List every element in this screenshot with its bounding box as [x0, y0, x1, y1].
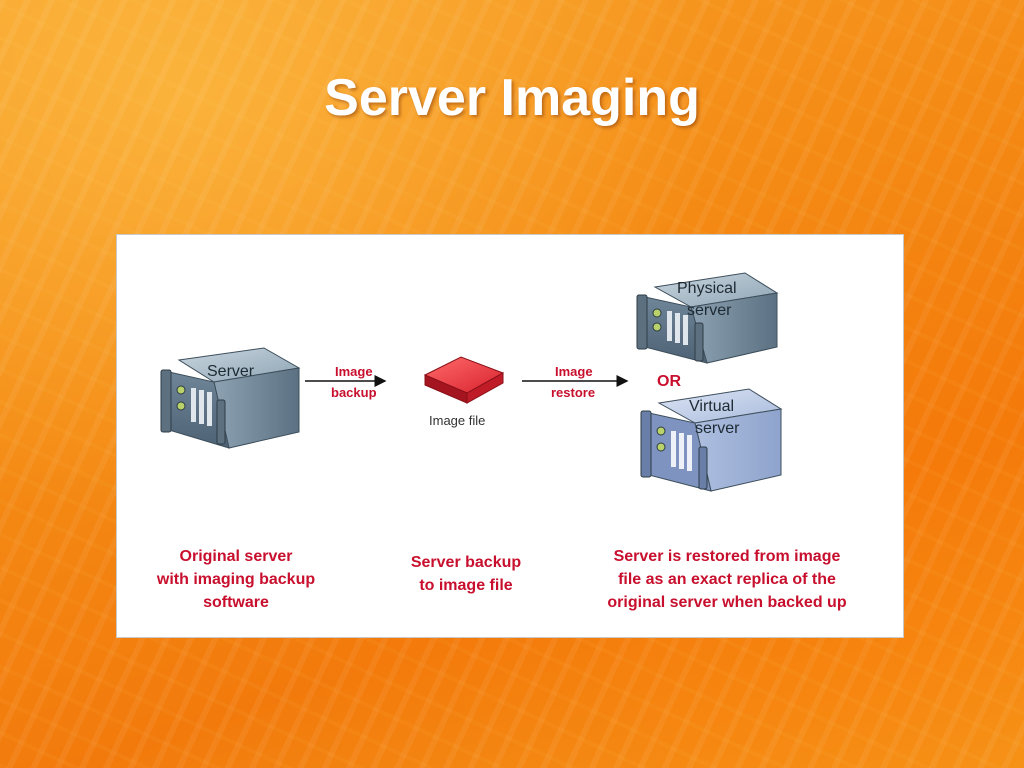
virtual-server-icon: Virtual server	[640, 388, 783, 492]
source-server-label: Server	[207, 363, 255, 380]
backup-arrow-label-2: backup	[331, 385, 377, 400]
image-file-label: Image file	[429, 413, 486, 428]
physical-server-icon: Physical server	[636, 272, 779, 364]
slide-title: Server Imaging	[324, 69, 700, 127]
restore-arrow-label-1: Image	[555, 364, 593, 379]
physical-server-label-2: server	[687, 302, 732, 319]
caption-server-restored: Server is restored from image file as an…	[607, 548, 847, 611]
diagram-panel: Server Image backup Image restore	[116, 234, 904, 638]
image-file-icon	[423, 356, 505, 404]
backup-arrow-label-1: Image	[335, 364, 373, 379]
restore-arrow-label-2: restore	[551, 385, 595, 400]
source-server-icon: Server	[160, 347, 301, 449]
physical-server-label-1: Physical	[677, 280, 737, 297]
caption-server-backup: Server backup to image file	[410, 554, 522, 594]
virtual-server-label-2: server	[695, 420, 740, 437]
caption-original-server: Original server with imaging backup soft…	[156, 548, 316, 611]
virtual-server-label-1: Virtual	[689, 398, 734, 415]
or-label: OR	[657, 373, 681, 390]
diagram-canvas: Server Image backup Image restore	[160, 272, 783, 492]
